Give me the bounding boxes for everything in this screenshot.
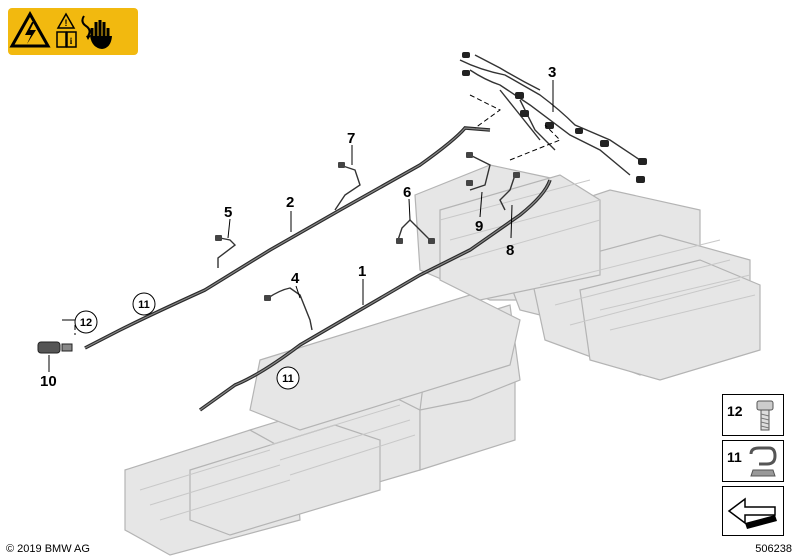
svg-text:12: 12 [80,317,92,329]
callout-8: 8 [506,242,514,259]
lead-8 [499,174,516,211]
lead-5 [217,237,237,268]
guide-lines [74,94,561,335]
svg-text:11: 11 [282,373,294,385]
callout-9: 9 [475,218,483,235]
high-voltage-icon [9,10,51,48]
warning-label: ! i [8,8,138,55]
connector-10 [37,341,73,354]
callout-6: 6 [403,184,411,201]
callout-5: 5 [224,204,232,221]
arrow-icon [727,497,777,529]
no-touch-hand-icon [81,15,112,49]
svg-text:i: i [70,36,73,46]
legend-box-arrow [722,486,784,536]
bolt-icon [756,400,774,431]
copyright-text: © 2019 BMW AG [6,543,90,555]
circled-callout-11b: 11 [276,366,300,390]
callout-4: 4 [291,270,300,287]
lead-7 [334,164,361,211]
circled-callout-11a: 11 [132,292,156,316]
circled-callout-12: 12 [74,310,98,334]
svg-text:!: ! [65,18,68,28]
callout-3: 3 [548,64,556,81]
diagram-number: 506238 [755,543,792,555]
module-ribs [139,179,756,521]
legend-box-12: 12 [722,394,784,436]
legend-number-11: 11 [727,449,742,465]
battery-modules [124,164,761,556]
lead-4 [267,287,313,331]
callout-7: 7 [347,130,355,147]
callout-2: 2 [286,194,294,211]
read-manual-icon: ! i [56,12,77,48]
clip-icon [749,446,777,477]
harness-connectors [462,52,647,183]
callout-10: 10 [40,373,57,390]
lead-9 [469,154,491,191]
leader-lines [48,80,554,372]
svg-text:11: 11 [138,299,150,311]
lead-connectors [215,152,520,301]
legend-box-11: 11 [722,440,784,482]
callout-1: 1 [358,263,366,280]
legend-number-12: 12 [727,403,743,419]
